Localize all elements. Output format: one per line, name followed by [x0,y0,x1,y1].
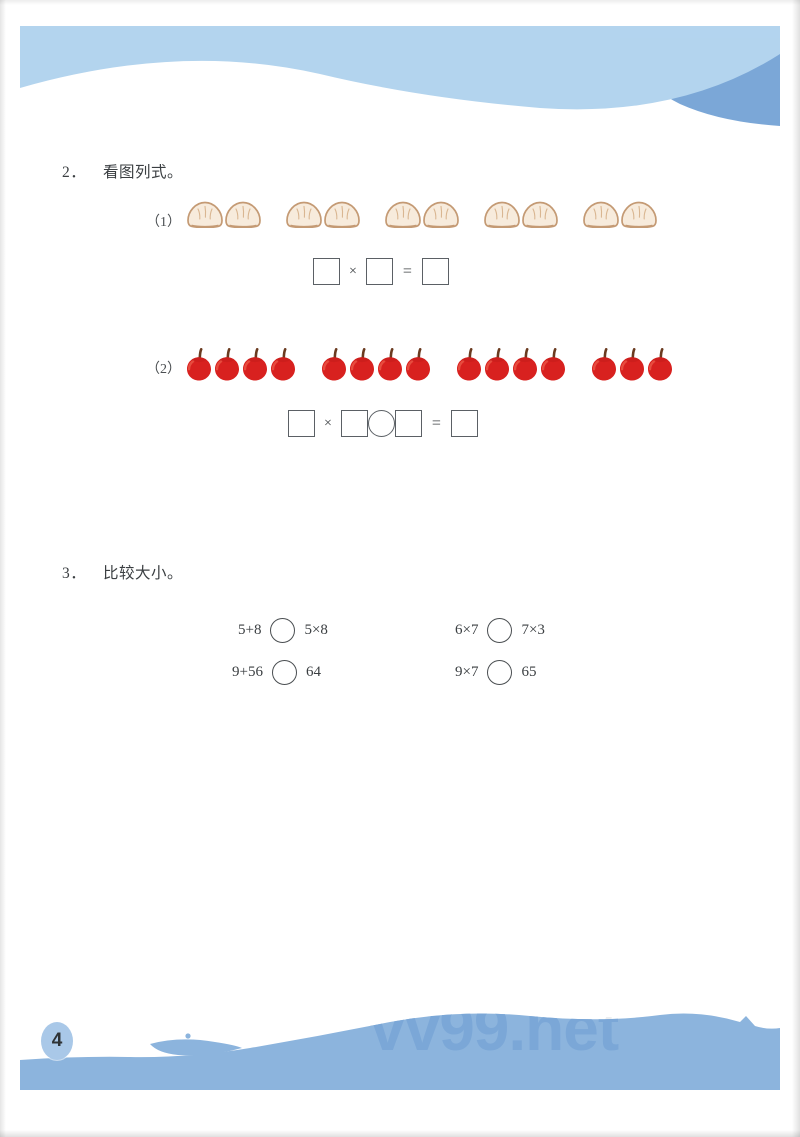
bun-icon [620,201,658,228]
comparison-left-expression: 6×7 [455,622,479,638]
apple-icon [483,348,511,382]
bun-icon [521,201,559,228]
apple-icon [511,348,539,382]
comparison-circle[interactable] [270,618,296,643]
page-edge-shadow-left [0,0,6,1137]
answer-box[interactable] [421,258,449,285]
header-light-wave [20,26,780,110]
comparison-circle[interactable] [271,660,297,685]
apple-icon [404,348,432,382]
subitem-2-label: （2） [146,362,181,377]
page-number-badge: 4 [41,1022,73,1060]
apple-icon [590,348,618,382]
comparison-circle[interactable] [487,660,513,685]
header-decoration [20,26,780,136]
svg-text:vv99.net: vv99.net [370,1000,619,1064]
bun-group [186,201,262,228]
comparison-item: 9+56 64 [232,660,321,685]
comparison-right-expression: 64 [305,664,321,680]
apple-icon [376,348,404,382]
bun-icon [186,201,224,228]
apple-icon [455,348,483,382]
multiply-symbol: × [324,415,332,431]
footer-wave [20,1013,780,1090]
answer-box[interactable] [365,258,393,285]
bun-icon [323,201,361,228]
footer-watermark-overlay: vv99.net [370,1000,620,1064]
question-3-title: 比较大小。 [103,565,184,582]
equals-symbol: = [402,262,412,280]
apple-group [590,348,674,382]
multiply-symbol: × [349,263,357,279]
apple-icon [646,348,674,382]
page-edge-shadow-top [0,0,800,5]
question-3-number: 3． [62,565,87,582]
answer-box[interactable] [450,410,478,437]
equation-row-2: × = [288,410,478,437]
comparison-right-expression: 65 [521,664,537,680]
comparison-item: 6×7 7×3 [455,618,545,643]
apple-group [185,348,297,382]
footer-dot [185,1033,191,1039]
apple-icon [348,348,376,382]
page-edge-shadow-bottom [0,1130,800,1137]
bun-icon [422,201,460,228]
question-3-heading: 3． 比较大小。 [62,561,183,583]
footer-decoration: vv99.net [20,1000,780,1090]
comparison-left-expression: 9×7 [455,664,479,680]
apple-icon [539,348,567,382]
comparison-item: 9×7 65 [455,660,536,685]
comparison-right-expression: 5×8 [304,622,328,638]
answer-box[interactable] [394,410,422,437]
bun-group [384,201,460,228]
bun-icon [224,201,262,228]
page-edge-shadow-right [792,0,800,1137]
question-2-title: 看图列式。 [103,164,184,181]
operator-circle[interactable] [367,410,395,437]
apple-picture-row [185,348,674,382]
answer-box[interactable] [313,258,340,285]
bun-icon [285,201,323,228]
apple-icon [320,348,348,382]
apple-icon [269,348,297,382]
bun-icon [384,201,422,228]
equals-symbol: = [431,414,441,432]
comparison-left-expression: 9+56 [232,664,263,680]
comparison-left-expression: 5+8 [238,622,262,638]
comparison-item: 5+8 5×8 [238,618,328,643]
bun-group [483,201,559,228]
apple-group [455,348,567,382]
footer-leaf-shape [150,1039,242,1056]
apple-icon [213,348,241,382]
apple-group [320,348,432,382]
header-top-accent [620,30,780,38]
comparison-right-expression: 7×3 [521,622,545,638]
subitem-1-label: （1） [146,215,181,230]
comparison-circle[interactable] [487,618,513,643]
bun-group [285,201,361,228]
bun-icon [483,201,521,228]
answer-box[interactable] [288,410,315,437]
answer-box[interactable] [340,410,368,437]
apple-icon [241,348,269,382]
bun-icon [582,201,620,228]
bun-group [582,201,658,228]
question-2-number: 2． [62,164,87,181]
apple-icon [185,348,213,382]
question-2-heading: 2． 看图列式。 [62,160,183,182]
equation-row-1: × = [313,258,449,285]
apple-icon [618,348,646,382]
bun-picture-row [186,201,658,228]
